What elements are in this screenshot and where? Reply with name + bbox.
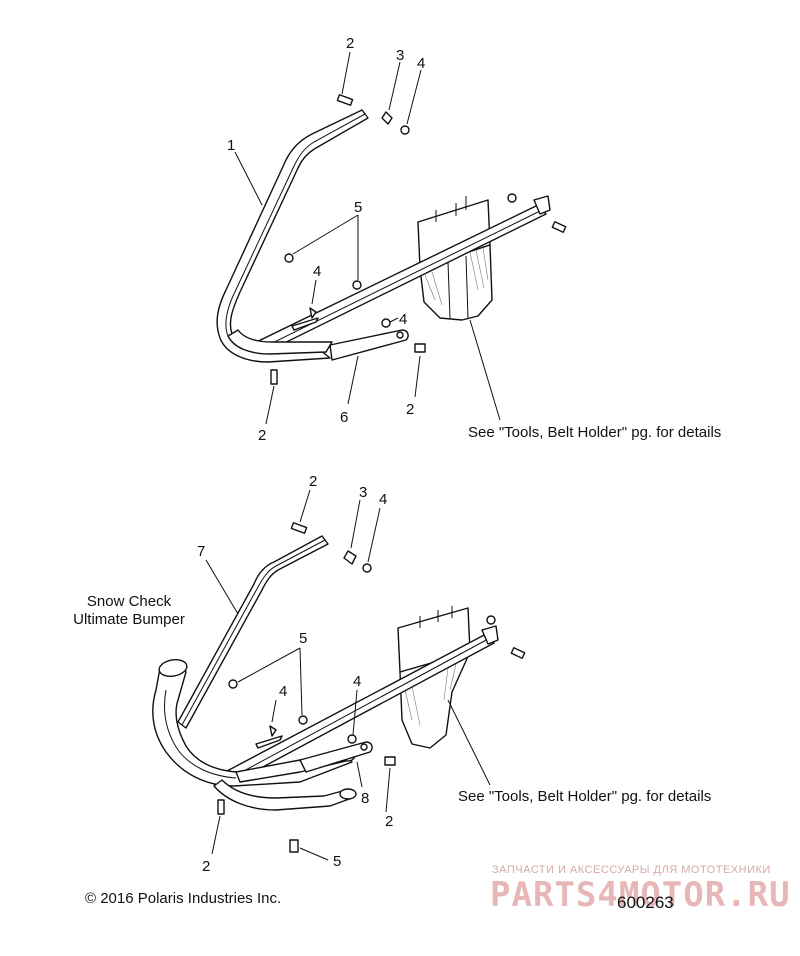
watermark-brand: PARTS4MOTOR.RU: [490, 875, 791, 915]
upper-hoop-bottom: [177, 535, 329, 729]
fasteners-bottom: [217, 522, 526, 853]
callout-7-bottom: 7: [197, 543, 205, 560]
callout-3-top: 3: [396, 47, 404, 64]
fasteners-top: [270, 94, 567, 385]
callout-2-bottom-c: 2: [202, 858, 210, 875]
see-belt-holder-note-bottom: See "Tools, Belt Holder" pg. for details: [458, 788, 711, 805]
callout-4-bottom-c: 4: [353, 673, 361, 690]
callout-2-top-c: 2: [258, 427, 266, 444]
snow-check-label-line1: Snow Check: [87, 593, 172, 610]
watermark: ЗАПЧАСТИ И АКСЕССУАРЫ ДЛЯ МОТОТЕХНИКИ PA…: [490, 864, 791, 915]
top-assembly: 1 2 3 4 5 4 4 2 6 2 See "Tools, Belt Hol…: [216, 35, 721, 444]
callout-3-bottom: 3: [359, 484, 367, 501]
callout-4-top-a: 4: [417, 55, 425, 72]
bottom-assembly: 2 3 4 7 5 4 4 8 2 2 5 Snow Check Ultimat…: [73, 473, 711, 875]
lower-rail-bottom: [209, 625, 499, 791]
callout-2-bottom-a: 2: [309, 473, 317, 490]
callout-1-top: 1: [227, 137, 235, 154]
callout-4-bottom-b: 4: [279, 683, 287, 700]
callout-2-top-b: 2: [406, 401, 414, 418]
leader-lines-bottom: [205, 489, 491, 861]
callout-5-top: 5: [354, 199, 362, 216]
callout-5-bottom-a: 5: [299, 630, 307, 647]
callout-5-bottom-b: 5: [333, 853, 341, 870]
watermark-tagline: ЗАПЧАСТИ И АКСЕССУАРЫ ДЛЯ МОТОТЕХНИКИ: [492, 864, 771, 876]
callout-2-bottom-b: 2: [385, 813, 393, 830]
callout-2-top-a: 2: [346, 35, 354, 52]
figure-number: 600263: [617, 893, 674, 912]
callout-4-top-c: 4: [399, 311, 407, 328]
callout-6-top: 6: [340, 409, 348, 426]
main-hoop-top: [216, 109, 369, 363]
belt-holder-top: [417, 196, 493, 321]
copyright: © 2016 Polaris Industries Inc.: [85, 890, 281, 907]
callout-4-top-b: 4: [313, 263, 321, 280]
see-belt-holder-note-top: See "Tools, Belt Holder" pg. for details: [468, 424, 721, 441]
bracket-bottom: [299, 741, 373, 773]
callout-4-bottom-a: 4: [379, 491, 387, 508]
snow-check-label-line2: Ultimate Bumper: [73, 611, 185, 628]
bracket-top: [329, 329, 409, 361]
leader-lines-top: [234, 51, 501, 425]
callout-8-bottom: 8: [361, 790, 369, 807]
